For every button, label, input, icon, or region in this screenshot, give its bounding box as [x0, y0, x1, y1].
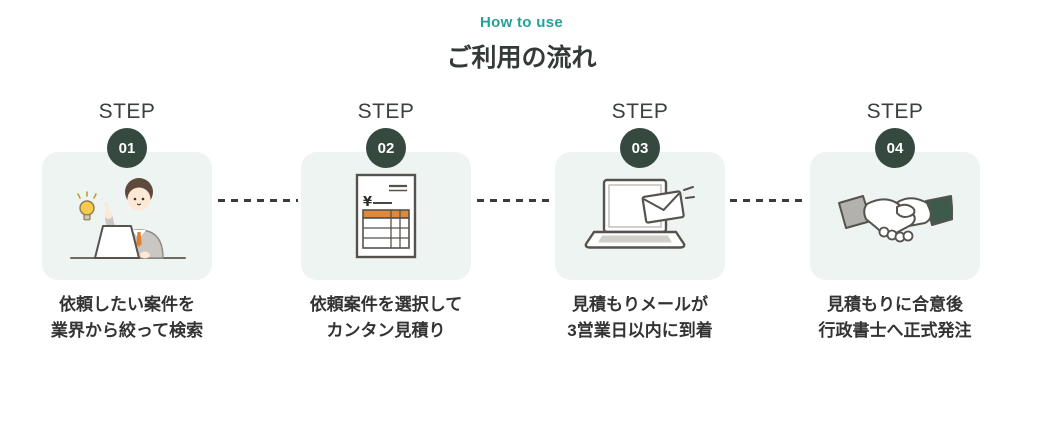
step-connector-1-2 [218, 199, 298, 202]
section-title: ご利用の流れ [446, 44, 597, 72]
step-desc-line: 依頼したい案件を [59, 295, 195, 314]
handshake-illustration [838, 195, 953, 243]
step-connector-2-3 [477, 199, 551, 202]
step-desc-line: カンタン見積り [326, 321, 446, 340]
step-3-card [555, 152, 725, 280]
step-connector-3-4 [730, 199, 804, 202]
step-2-label: STEP [357, 100, 415, 123]
person-searching-laptop-illustration [70, 178, 186, 259]
section-subtitle: How to use [479, 14, 563, 31]
step-4-number-badge: 04 [875, 128, 915, 168]
step-desc-line: 業界から絞って検索 [50, 321, 204, 340]
laptop-email-illustration [584, 178, 695, 249]
step-2-column: STEP 02 ¥ 依頼案件を選択して カンタン見積り [301, 100, 471, 360]
step-desc-line: 依頼案件を選択して [309, 295, 463, 314]
step-1-number: 01 [118, 139, 136, 157]
step-desc-line: 見積もりに合意後 [827, 295, 963, 314]
step-3-number-badge: 03 [620, 128, 660, 168]
step-2-card: ¥ [301, 152, 471, 280]
step-1-card [42, 152, 212, 280]
step-3-number: 03 [631, 139, 649, 157]
step-desc-line: 3営業日以内に到着 [567, 321, 713, 340]
step-4-description: 見積もりに合意後 行政書士へ正式発注 [795, 292, 995, 344]
step-2-number-badge: 02 [366, 128, 406, 168]
step-1-description: 依頼したい案件を 業界から絞って検索 [27, 292, 227, 344]
step-1-column: STEP 01 [42, 100, 212, 360]
step-1-label: STEP [98, 100, 156, 123]
step-4-number: 04 [886, 139, 904, 157]
svg-text:¥: ¥ [363, 195, 372, 210]
step-4-column: STEP 04 見積もりに合意後 行政書士へ正式発注 [810, 100, 980, 360]
step-3-description: 見積もりメールが 3営業日以内に到着 [540, 292, 740, 344]
step-4-label: STEP [866, 100, 924, 123]
step-3-label: STEP [611, 100, 669, 123]
step-2-number: 02 [377, 139, 395, 157]
step-3-column: STEP 03 見積もりメールが 3営業日以内に到着 [555, 100, 725, 360]
step-1-number-badge: 01 [107, 128, 147, 168]
step-4-card [810, 152, 980, 280]
step-desc-line: 見積もりメールが [572, 295, 708, 314]
estimate-invoice-illustration: ¥ [355, 173, 417, 259]
step-desc-line: 行政書士へ正式発注 [818, 321, 972, 340]
step-2-description: 依頼案件を選択して カンタン見積り [286, 292, 486, 344]
